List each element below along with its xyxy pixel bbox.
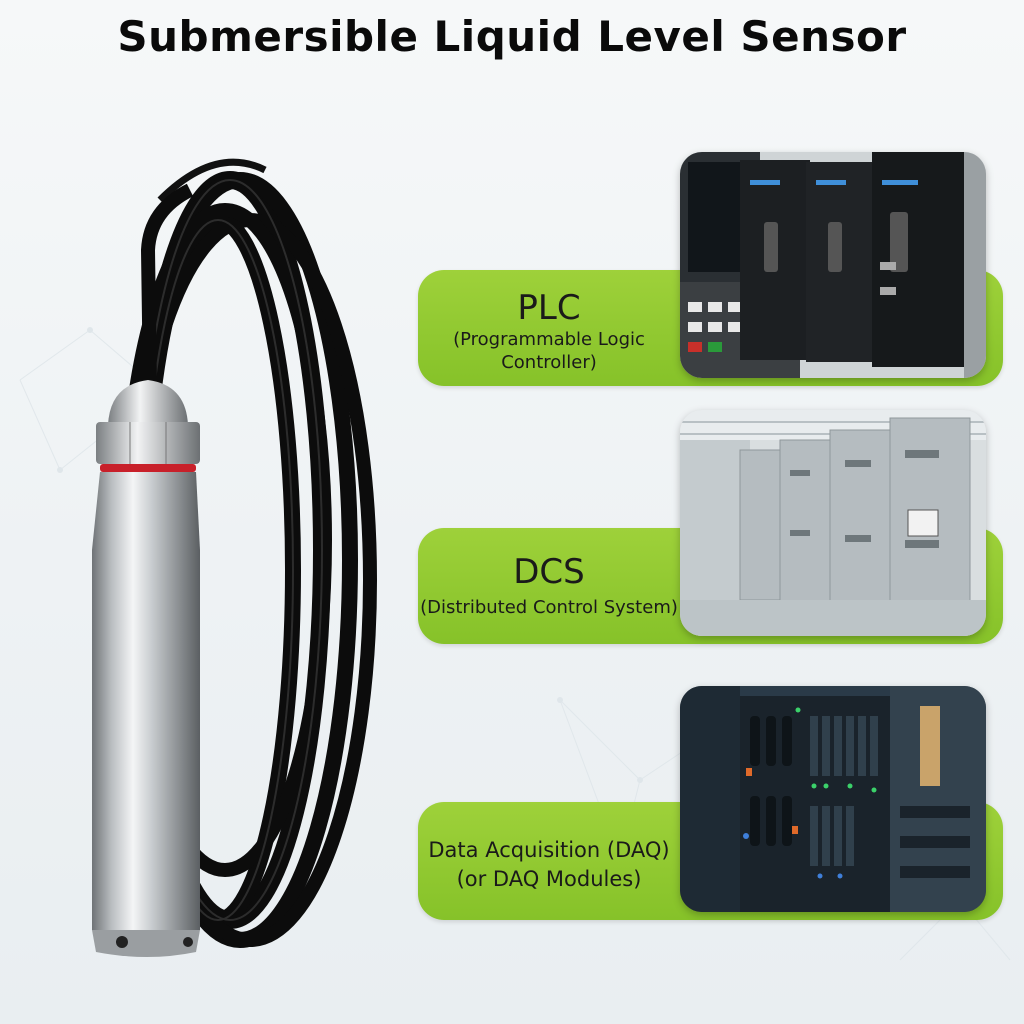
daq-line2: (or DAQ Modules) bbox=[456, 867, 642, 891]
daq-label: Data Acquisition (DAQ) (or DAQ Modules) bbox=[418, 836, 680, 894]
dcs-subtitle: (Distributed Control System) bbox=[420, 597, 678, 618]
daq-card: Data Acquisition (DAQ) (or DAQ Modules) bbox=[418, 686, 1003, 920]
plc-card: PLC (Programmable Logic Controller) bbox=[418, 152, 1003, 386]
plc-subtitle-line2: Controller) bbox=[501, 352, 597, 373]
plc-photo bbox=[680, 152, 986, 378]
dcs-heading: DCS bbox=[513, 552, 585, 592]
plc-subtitle-line1: (Programmable Logic bbox=[453, 329, 645, 350]
dcs-photo bbox=[680, 410, 986, 636]
plc-heading: PLC bbox=[517, 288, 581, 328]
level-sensor-product-image bbox=[92, 158, 377, 957]
daq-photo bbox=[680, 686, 986, 912]
dcs-label: DCS (Distributed Control System) bbox=[418, 552, 680, 619]
dcs-card: DCS (Distributed Control System) bbox=[418, 410, 1003, 644]
page-title: Submersible Liquid Level Sensor bbox=[117, 12, 907, 61]
daq-line1: Data Acquisition (DAQ) bbox=[428, 838, 670, 862]
plc-label: PLC (Programmable Logic Controller) bbox=[418, 288, 680, 374]
